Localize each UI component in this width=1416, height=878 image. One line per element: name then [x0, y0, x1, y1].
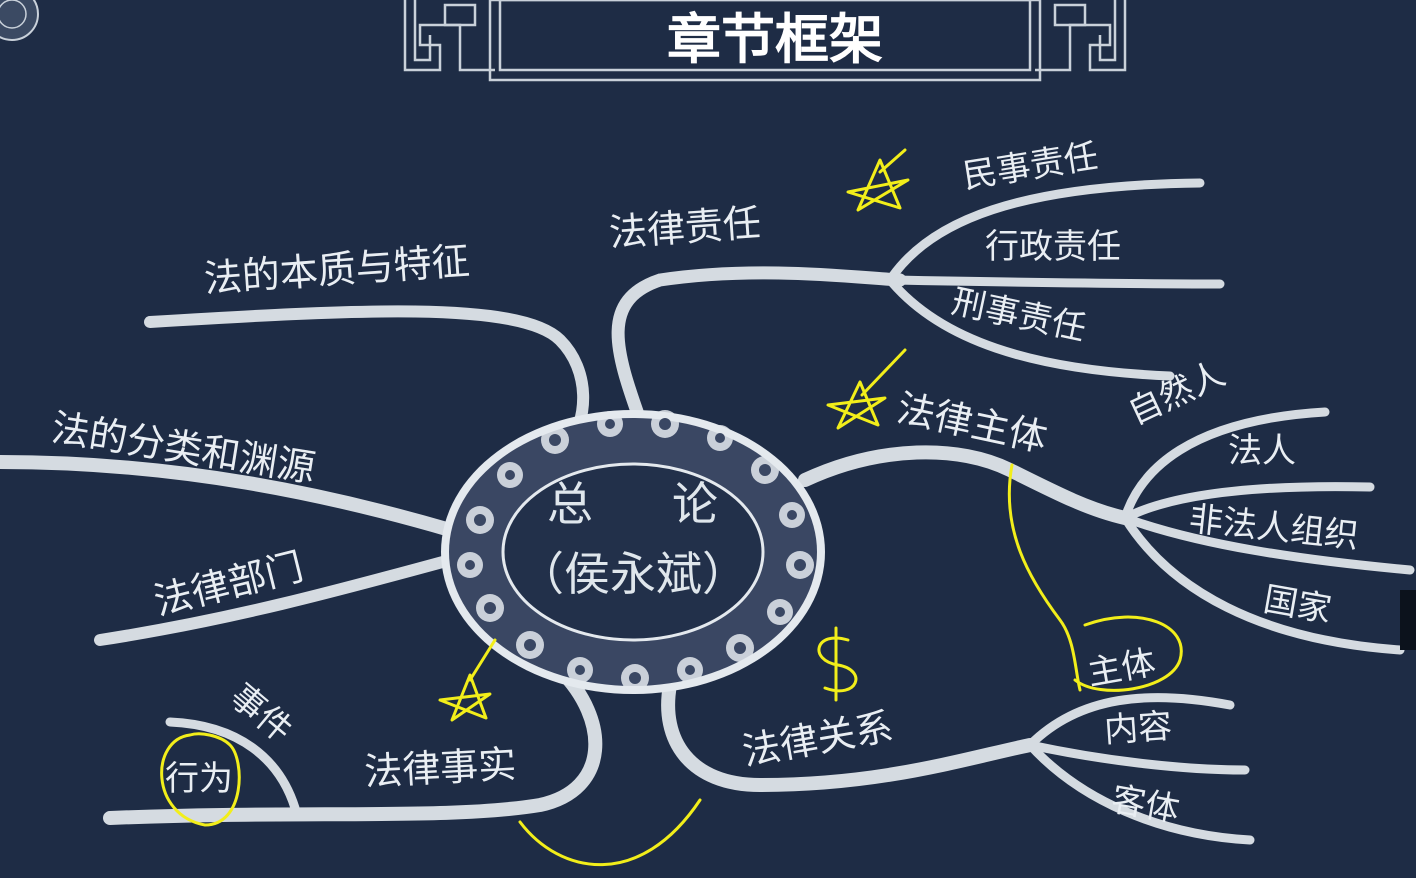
logo-icon	[0, 0, 39, 41]
label-natural-person: 自然人	[1122, 354, 1231, 433]
label-relation-object: 客体	[1108, 779, 1182, 830]
label-relation: 法律关系	[739, 704, 896, 774]
label-admin-liability: 行政责任	[985, 227, 1121, 267]
circle-annotation-subject	[1073, 615, 1183, 692]
dollar-sign-icon	[817, 626, 858, 702]
label-act: 行为	[165, 759, 233, 799]
header-frame: 章节框架	[403, 0, 1127, 82]
edge-shadow	[1400, 590, 1416, 650]
label-essence: 法的本质与特征	[203, 239, 471, 301]
star-icon	[846, 148, 910, 212]
page-title: 章节框架	[667, 7, 883, 71]
branch-lines	[0, 178, 1415, 845]
center-title-right: 论	[672, 477, 718, 531]
label-liability: 法律责任	[608, 200, 763, 254]
center-title-left: 总	[547, 477, 593, 531]
star-icon	[826, 348, 907, 430]
label-relation-content: 内容	[1103, 706, 1174, 751]
center-author: （侯永斌）	[518, 547, 748, 601]
label-legal-person: 法人	[1228, 431, 1296, 471]
circle-annotation-act	[160, 732, 241, 827]
center-node: 总 论 （侯永斌）	[441, 410, 825, 694]
star-icon	[438, 638, 497, 722]
connector-annotation	[1007, 463, 1082, 692]
label-facts: 法律事实	[363, 742, 517, 794]
handwritten-annotations	[160, 148, 1183, 867]
connector-annotation	[518, 798, 702, 867]
label-unincorporated: 非法人组织	[1187, 499, 1360, 557]
